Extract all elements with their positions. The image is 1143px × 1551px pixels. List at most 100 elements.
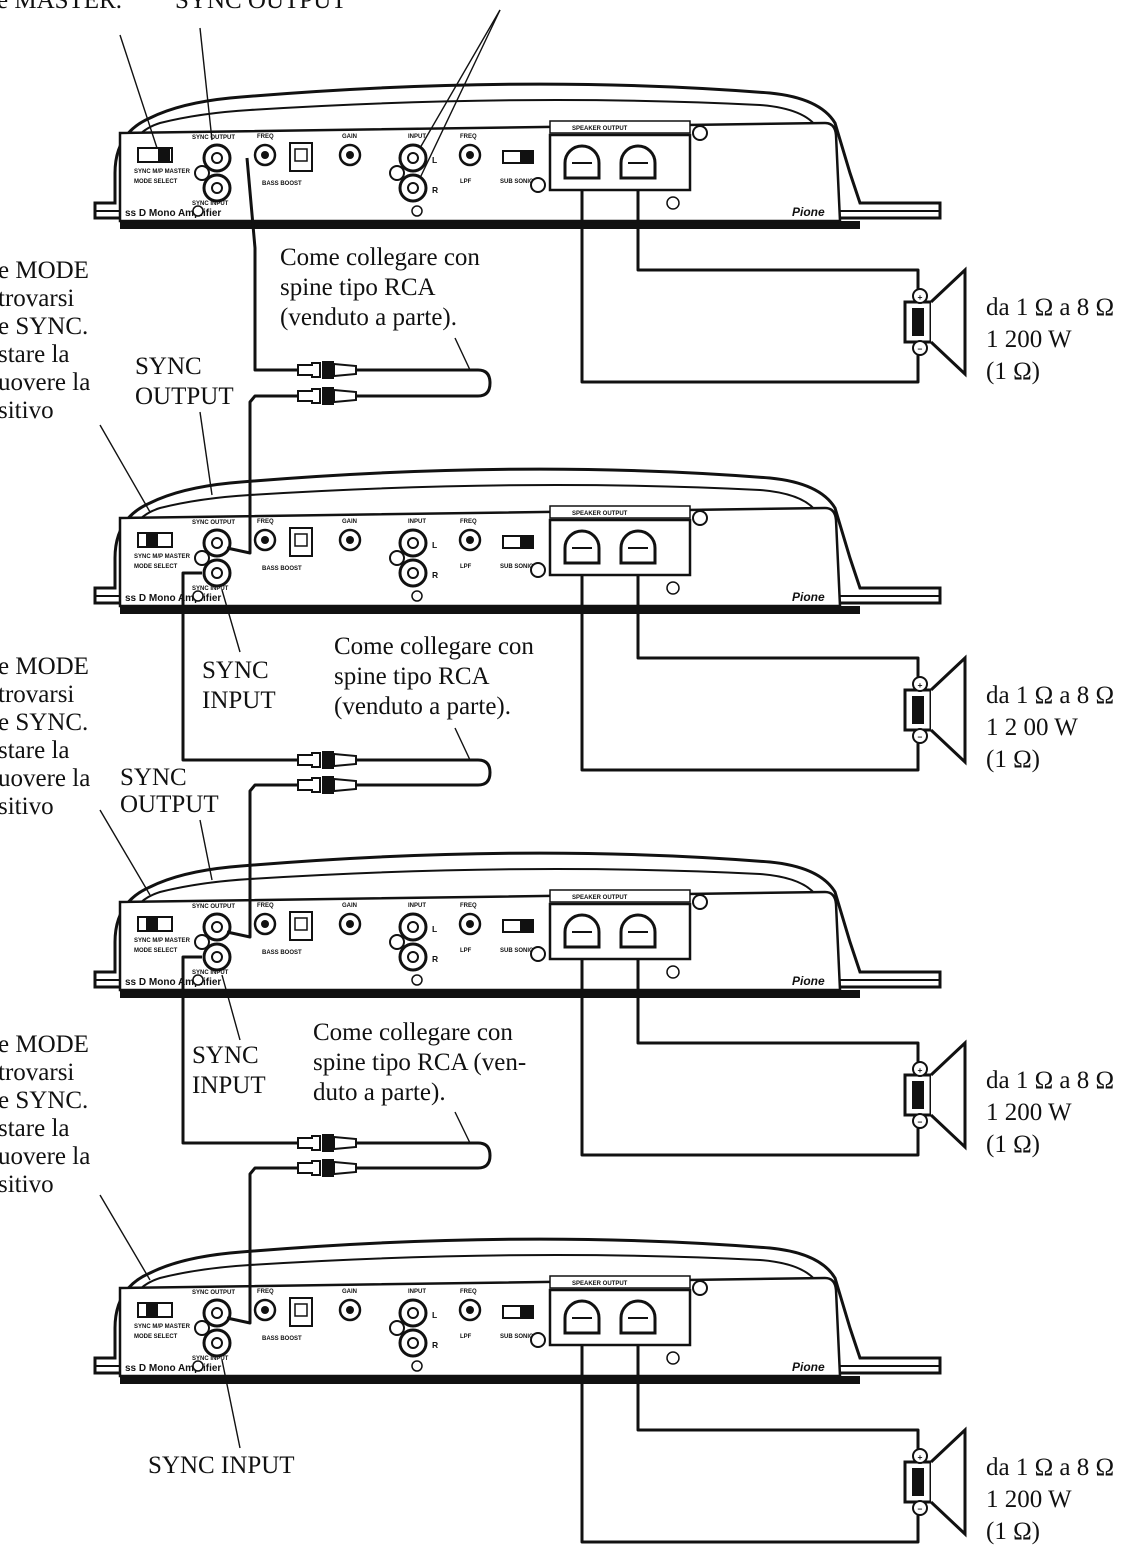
input-label: INPUT [408,903,426,909]
mode-sync-note-line: stare la [0,737,69,764]
speaker-core [912,1468,924,1496]
jack-pin [407,951,419,963]
leader-rca-1 [454,337,471,371]
rca-note-line: Come collegare con [313,1019,513,1046]
sync-output-label: SYNC OUTPUT [192,1290,235,1296]
bass-freq-label: FREQ [257,519,274,525]
jack-pin [211,537,223,549]
plus-sign: + [918,680,923,690]
rca-plug-boot [333,752,357,768]
knob-center [261,536,269,544]
speaker-output-header [549,1275,691,1289]
speaker-output-label: SPEAKER OUTPUT [572,895,628,901]
rca-note-line: duto a parte). [313,1079,446,1106]
mode-select-label: MODE SELECT [134,564,178,570]
sync-input-label: SYNC INPUT [192,970,229,976]
rca-plug-boot [333,1160,357,1176]
sub-sonic-label: SUB SONIC [500,948,534,954]
speaker-output-header [549,120,691,134]
sync-input-label-3b: INPUT [192,1072,266,1099]
jack-pin [407,567,419,579]
switch-knob [520,921,532,931]
speaker-impedance-range: da 1 Ω a 8 Ω [986,682,1114,709]
speaker-output-label: SPEAKER OUTPUT [572,1281,628,1287]
bass-freq-label: FREQ [257,1289,274,1295]
plus-terminal-icon [912,1448,928,1464]
amplifier-title: ss D Mono Amplifier [125,1363,221,1374]
rca-plug-body [322,387,334,405]
screw-icon [389,934,405,950]
rca-plug-boot [333,388,357,404]
rca-note-line: spine tipo RCA [334,663,490,690]
minus-sign: − [918,344,923,354]
jack-pin [407,1337,419,1349]
rca-plug-body [322,361,334,379]
mode-select-switch[interactable] [137,1302,173,1318]
bass-boost-label: BASS BOOST [262,566,302,572]
speaker-min-impedance: (1 Ω) [986,1518,1040,1545]
minus-terminal-icon [912,340,928,356]
mode-select-label: MODE SELECT [134,1334,178,1340]
screw-icon [530,562,546,578]
jack-pin [211,1337,223,1349]
sync-input-label-2a: SYNC [202,657,269,684]
rca-plug-icon [297,362,321,378]
speaker-wire-positive [636,959,920,1067]
screw-icon [192,1360,204,1372]
speaker-wire-positive [636,190,920,294]
screw-icon [666,196,680,210]
rca-lead-input [226,1166,298,1325]
speaker-core [912,1081,924,1109]
rca-lead-output [181,955,298,1145]
screw-icon [692,1280,708,1296]
rca-note-line: Come collegare con [280,244,480,271]
jack-pin [211,1307,223,1319]
mode-sync-note-line: e MODE [0,1031,89,1058]
brand-logo: Pione [792,205,825,219]
mode-select-switch[interactable] [137,532,173,548]
mode-select-switch[interactable] [137,916,173,932]
mode-sync-note-line: e MODE [0,257,89,284]
jack-pin [407,152,419,164]
jack-pin [407,921,419,933]
input-label: INPUT [408,519,426,525]
rca-note-line: Come collegare con [334,633,534,660]
mode-sync-note-line: trovarsi [0,285,74,312]
plus-terminal-icon [912,288,928,304]
minus-terminal-icon [912,1500,928,1516]
rca-cable-2 [181,571,492,939]
amplifier-title: ss D Mono Amplifier [125,977,221,988]
bass-boost-label: BASS BOOST [262,950,302,956]
speaker-wire-negative [580,575,920,772]
input-l-label: L [432,540,437,550]
mode-sync-note-line: trovarsi [0,681,74,708]
speaker-impedance-range: da 1 Ω a 8 Ω [986,1454,1114,1481]
sync-output-label: SYNC OUTPUT [192,520,235,526]
sub-sonic-label: SUB SONIC [500,564,534,570]
speaker-min-impedance: (1 Ω) [986,746,1040,773]
leader-mode-switch-4 [99,1194,151,1281]
jack-pin [407,182,419,194]
mode-sync-note-line: e MODE [0,653,89,680]
jack-pin [407,1307,419,1319]
speaker-icon: +− [903,1039,967,1151]
speaker-impedance-range: da 1 Ω a 8 Ω [986,1067,1114,1094]
sync-output-label-3b: OUTPUT [120,791,219,818]
switch-knob [520,537,532,547]
lpf-label: LPF [460,948,472,954]
speaker-min-impedance: (1 Ω) [986,1131,1040,1158]
speaker-output-header [549,889,691,903]
remote-jack-port [294,533,308,547]
mode-sync-note-line: uovere la [0,1143,90,1170]
mode-sync-note-line: stare la [0,341,69,368]
screw-icon [194,165,210,181]
brand-logo: Pione [792,974,825,988]
mode-select-switch[interactable] [137,147,173,163]
sync-output-top-label: SYNC OUTPUT [175,0,347,14]
screw-icon [692,125,708,141]
sync-output-label-2b: OUTPUT [135,383,234,410]
input-l-label: L [432,155,437,165]
